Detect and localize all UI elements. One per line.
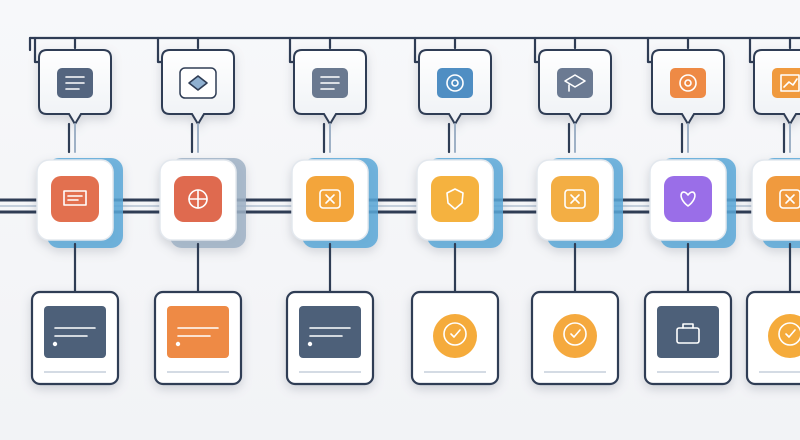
middle-step-card[interactable] [536, 158, 623, 248]
cube-icon [188, 75, 208, 91]
middle-icon-tile [664, 176, 712, 222]
top-icon-tile [557, 68, 593, 98]
middle-step-card[interactable] [36, 158, 123, 248]
bottom-icon-tile [299, 306, 361, 358]
bottom-icon-tile [768, 314, 800, 358]
top-icon-tile [437, 68, 473, 98]
network-icon [188, 189, 208, 209]
bottom-panel-card[interactable] [410, 290, 500, 386]
bottom-panel-card[interactable] [530, 290, 620, 386]
brain-icon [679, 74, 697, 92]
briefcase-icon [676, 323, 700, 344]
bottom-panel-card[interactable] [30, 290, 120, 386]
top-icon-tile [670, 68, 706, 98]
workflow-column [153, 36, 246, 386]
bottom-panel-card[interactable] [643, 290, 733, 386]
middle-icon-tile [51, 176, 99, 222]
puzzle-icon [564, 189, 586, 209]
graduation-cap-icon [564, 74, 586, 92]
workflow-column [530, 36, 623, 386]
coin-icon [778, 322, 800, 346]
bottom-icon-tile [44, 306, 106, 358]
middle-step-card[interactable] [416, 158, 503, 248]
heart-hand-icon [680, 191, 696, 207]
terminal-window-icon [307, 327, 351, 347]
bottom-icon-tile [657, 306, 719, 358]
top-tag-card [38, 49, 112, 126]
top-tag-card [418, 49, 492, 126]
middle-step-card[interactable] [159, 158, 246, 248]
chat-window-icon [52, 327, 96, 347]
middle-step-card[interactable] [291, 158, 378, 248]
gear-icon [446, 74, 464, 92]
bottom-icon-tile [167, 306, 229, 358]
presentation-icon [63, 190, 87, 206]
chart-icon [780, 74, 800, 92]
top-icon-tile [772, 68, 800, 98]
middle-icon-tile [766, 176, 800, 222]
workflow-column [285, 36, 378, 386]
top-tag-card [293, 49, 367, 126]
middle-step-card[interactable] [649, 158, 736, 248]
middle-icon-tile [431, 176, 479, 222]
workflow-columns [30, 36, 800, 386]
file-list-icon [320, 76, 340, 90]
workflow-column [643, 36, 736, 386]
coin-icon [443, 322, 467, 346]
top-tag-card [753, 49, 800, 126]
workflow-column [745, 36, 800, 386]
document-icon [65, 76, 85, 90]
bottom-panel-card[interactable] [745, 290, 800, 386]
top-tag-card [161, 49, 235, 126]
top-tag-card [538, 49, 612, 126]
badge-icon [563, 322, 587, 346]
top-tag-card [651, 49, 725, 126]
frame-icon [319, 189, 341, 209]
middle-step-card[interactable] [751, 158, 800, 248]
toolbox-icon [779, 189, 800, 209]
form-window-icon [175, 327, 219, 347]
workflow-column [30, 36, 123, 386]
bottom-panel-card[interactable] [285, 290, 375, 386]
bottom-panel-card[interactable] [153, 290, 243, 386]
workflow-column [410, 36, 503, 386]
shield-icon [446, 188, 464, 210]
